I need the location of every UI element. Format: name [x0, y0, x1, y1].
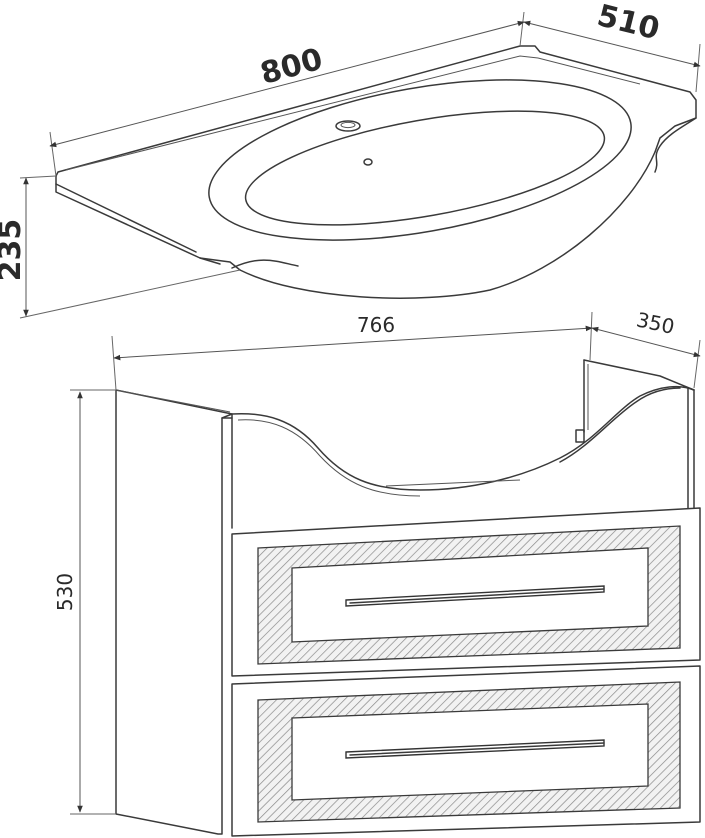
- dim-line-basin-depth: [523, 20, 701, 68]
- dim-basin-depth: 510: [594, 0, 663, 47]
- dim-cabinet-depth: 350: [634, 307, 676, 338]
- dim-cabinet-height: 530: [53, 573, 77, 611]
- cabinet-drawing: [115, 359, 701, 837]
- dim-line-basin-width: [49, 20, 525, 148]
- dim-basin-width: 800: [257, 42, 327, 92]
- dim-line-cabinet-width: [113, 325, 593, 361]
- washbasin-drawing: [55, 45, 697, 299]
- dim-line-cabinet-depth: [591, 326, 701, 358]
- drawer-top-front[interactable]: [231, 507, 701, 677]
- dim-cabinet-width: 766: [357, 313, 395, 337]
- dim-basin-height: 235: [0, 219, 28, 282]
- drawer-bottom-front[interactable]: [231, 665, 701, 837]
- basin-extension-lines: [19, 11, 701, 319]
